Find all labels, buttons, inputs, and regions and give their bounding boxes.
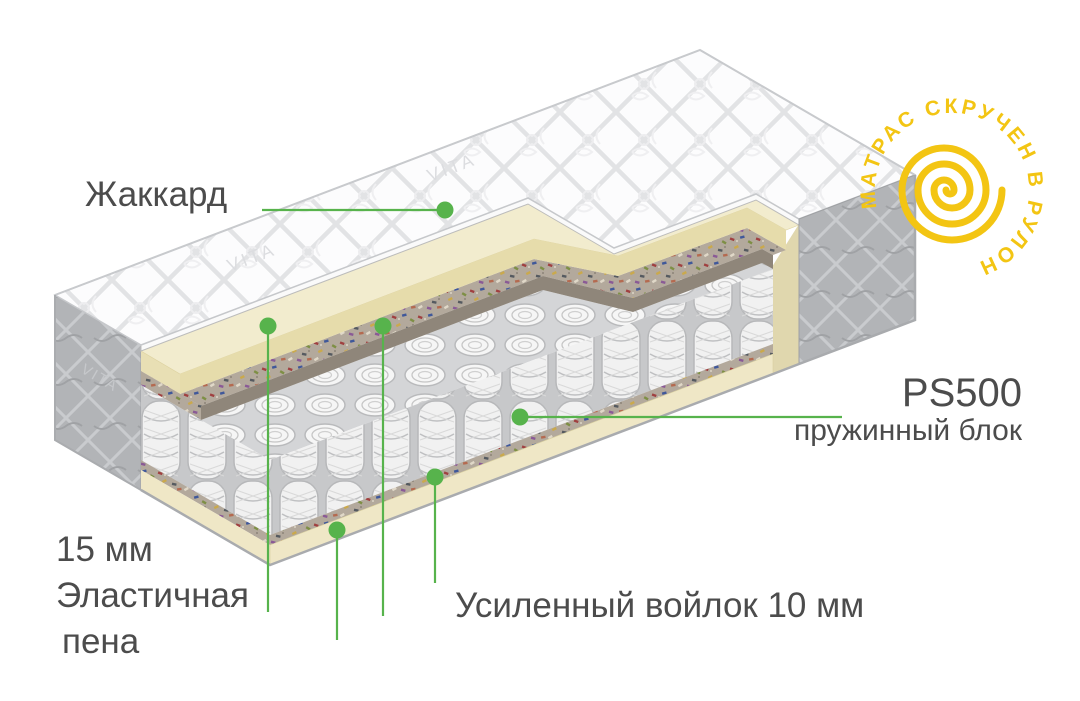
foam-cross-section: [141, 351, 180, 394]
right-cut-face: [770, 224, 799, 375]
label-foam-name-line2: пена: [62, 622, 140, 661]
bottom-felt-front: [270, 344, 773, 545]
callouts: [259, 201, 842, 640]
label-reinforced-felt: Усиленный войлок 10 мм: [455, 586, 865, 625]
label-spring-model: PS500: [901, 371, 1022, 415]
label-spring-name: пружинный блок: [793, 414, 1022, 447]
bottom-foam-cross-section: [141, 470, 270, 565]
label-foam-name-line1: Эластичная: [56, 576, 249, 615]
label-elastic-foam: 15 мм Эластичная пена: [56, 527, 249, 665]
callout-dot-foam-bottom: [328, 521, 346, 539]
felt-layer-top: [180, 228, 786, 406]
bottom-edge-line: [140, 175, 917, 567]
felt-cross-section: [141, 371, 201, 420]
callout-dot-foam-top: [259, 317, 277, 335]
callout-dot-springs: [511, 408, 529, 426]
callout-dot-jacquard: [436, 201, 454, 219]
bottom-felt-cross-section: [141, 460, 270, 545]
label-spring-block: PS500 пружинный блок: [794, 372, 1022, 448]
spiral-icon: [898, 144, 1006, 244]
callout-dot-felt-bottom: [426, 468, 444, 486]
left-edge-line: [54, 295, 142, 491]
spring-block-front: [270, 269, 773, 535]
foam-layer-edge: [180, 208, 786, 394]
top-edge-line: [54, 48, 916, 296]
label-foam-size: 15 мм: [56, 530, 153, 569]
mattress-illustration: VITA VITA VITA: [53, 48, 917, 567]
spring-block-top: [201, 263, 773, 460]
callout-dot-felt-top: [374, 317, 392, 335]
label-jacquard: Жаккард: [85, 175, 228, 214]
springs-cross-section: [141, 385, 270, 535]
